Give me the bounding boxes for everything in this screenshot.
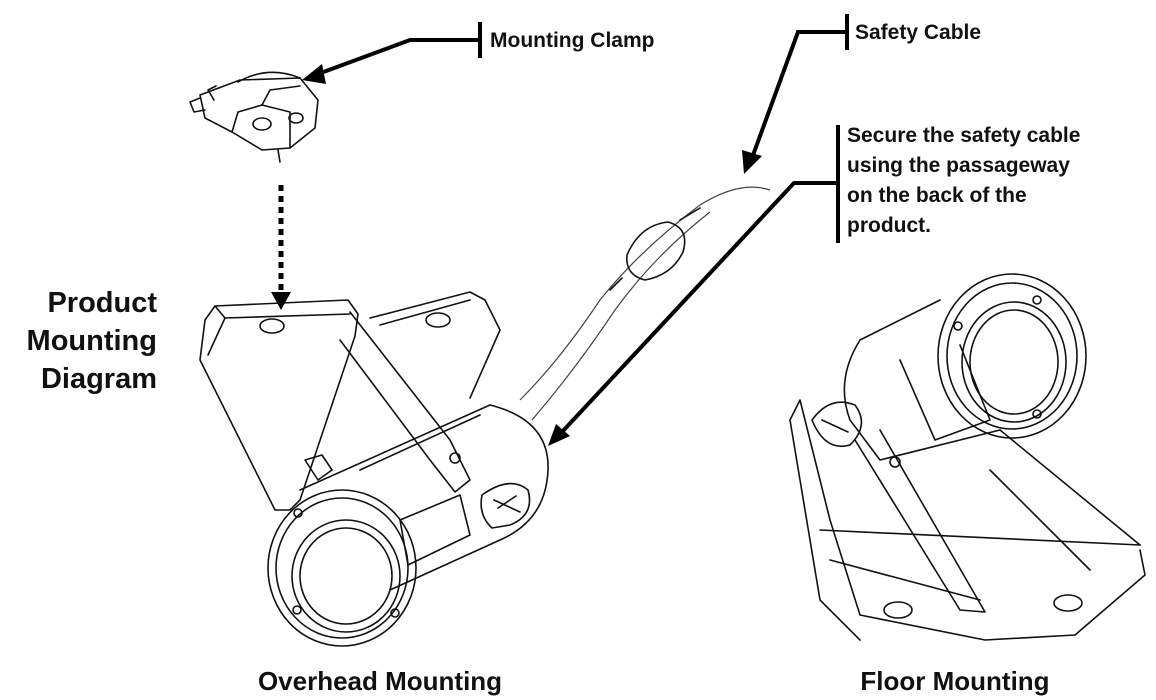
floor-mounting-caption: Floor Mounting — [860, 666, 1049, 696]
secure-note-line-4: product. — [847, 214, 931, 237]
safety-cable-callout — [742, 14, 849, 174]
mounting-clamp-label: Mounting Clamp — [490, 29, 654, 52]
overhead-mounting-caption: Overhead Mounting — [258, 666, 502, 696]
mounting-clamp-callout — [302, 22, 482, 84]
diagram-title-line-1: Product — [47, 287, 157, 319]
secure-note-line-3: on the back of the — [847, 184, 1027, 207]
mounting-clamp-illustration — [189, 71, 319, 163]
diagram-title-line-2: Mounting — [27, 325, 157, 357]
clamp-dotted-arrowhead — [271, 292, 291, 310]
secure-note-callout — [548, 125, 840, 446]
secure-note-line-2: using the passageway — [847, 154, 1070, 177]
floor-fixture-illustration — [789, 273, 1146, 641]
diagram-title-line-3: Diagram — [41, 363, 157, 395]
overhead-fixture-illustration — [199, 186, 771, 647]
secure-note-line-1: Secure the safety cable — [847, 124, 1080, 147]
safety-cable-label: Safety Cable — [855, 21, 981, 44]
